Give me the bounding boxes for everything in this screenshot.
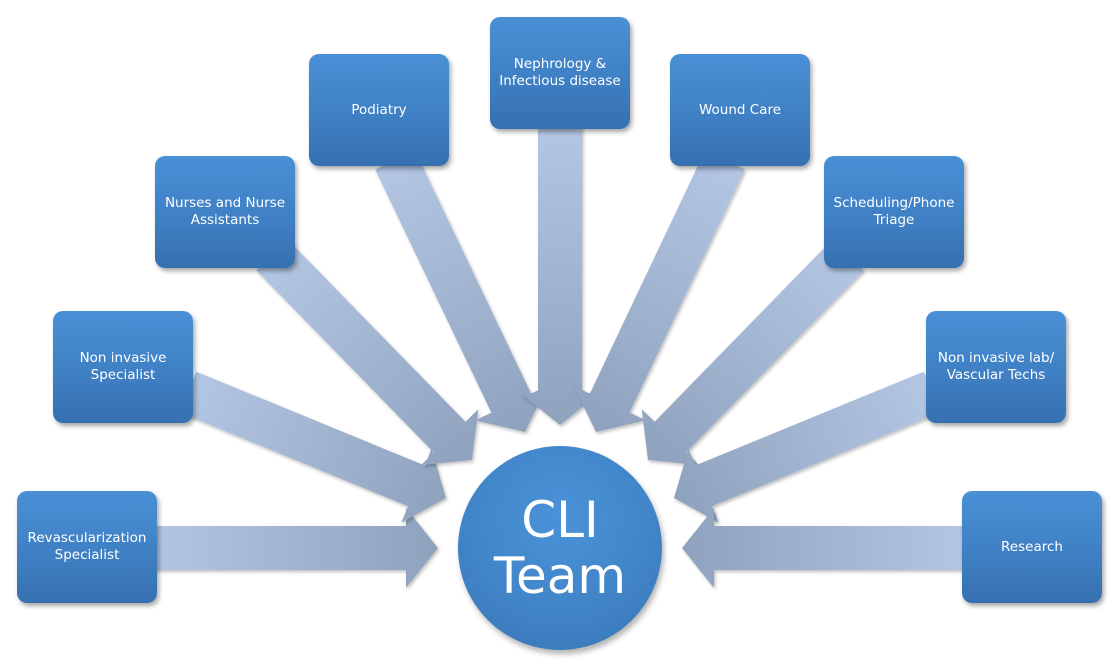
spoke-box-wound-care: Wound Care xyxy=(670,54,810,166)
arrow-nurses-to-hub xyxy=(256,239,479,465)
hub-circle-cli-team: CLI Team xyxy=(458,446,662,650)
arrow-podiatry-to-hub xyxy=(375,150,548,432)
arrow-non-invasive-specialist-to-hub xyxy=(179,371,446,523)
spoke-box-non-invasive-specialist: Non invasive Specialist xyxy=(53,311,193,423)
spoke-label: Scheduling/Phone Triage xyxy=(833,195,955,228)
spoke-label: Non invasive Specialist xyxy=(79,350,167,383)
spoke-box-scheduling: Scheduling/Phone Triage xyxy=(824,156,964,268)
arrow-scheduling-to-hub xyxy=(641,239,864,465)
spoke-label: Nurses and Nurse Assistants xyxy=(164,195,286,228)
arrow-nephrology-to-hub xyxy=(520,125,600,425)
spoke-label: Wound Care xyxy=(698,101,782,118)
spoke-label: Podiatry xyxy=(351,101,407,118)
spoke-label: Revascularization Specialist xyxy=(27,530,147,563)
spoke-label: Research xyxy=(1001,538,1063,555)
spoke-label: Non invasive lab/ Vascular Techs xyxy=(937,350,1055,383)
spoke-box-podiatry: Podiatry xyxy=(309,54,449,166)
spoke-box-revascularization: Revascularization Specialist xyxy=(17,491,157,603)
arrow-research-to-hub xyxy=(682,508,968,588)
arrow-non-invasive-lab-to-hub xyxy=(674,371,941,523)
spoke-box-nurses: Nurses and Nurse Assistants xyxy=(155,156,295,268)
spoke-label: Nephrology & Infectious disease xyxy=(499,56,621,89)
hub-label: CLI Team xyxy=(493,491,627,605)
arrow-revascularization-to-hub xyxy=(150,508,438,588)
spoke-box-non-invasive-lab: Non invasive lab/ Vascular Techs xyxy=(926,311,1066,423)
spoke-box-research: Research xyxy=(962,491,1102,603)
arrow-wound-care-to-hub xyxy=(573,150,745,432)
spoke-box-nephrology: Nephrology & Infectious disease xyxy=(490,17,630,129)
